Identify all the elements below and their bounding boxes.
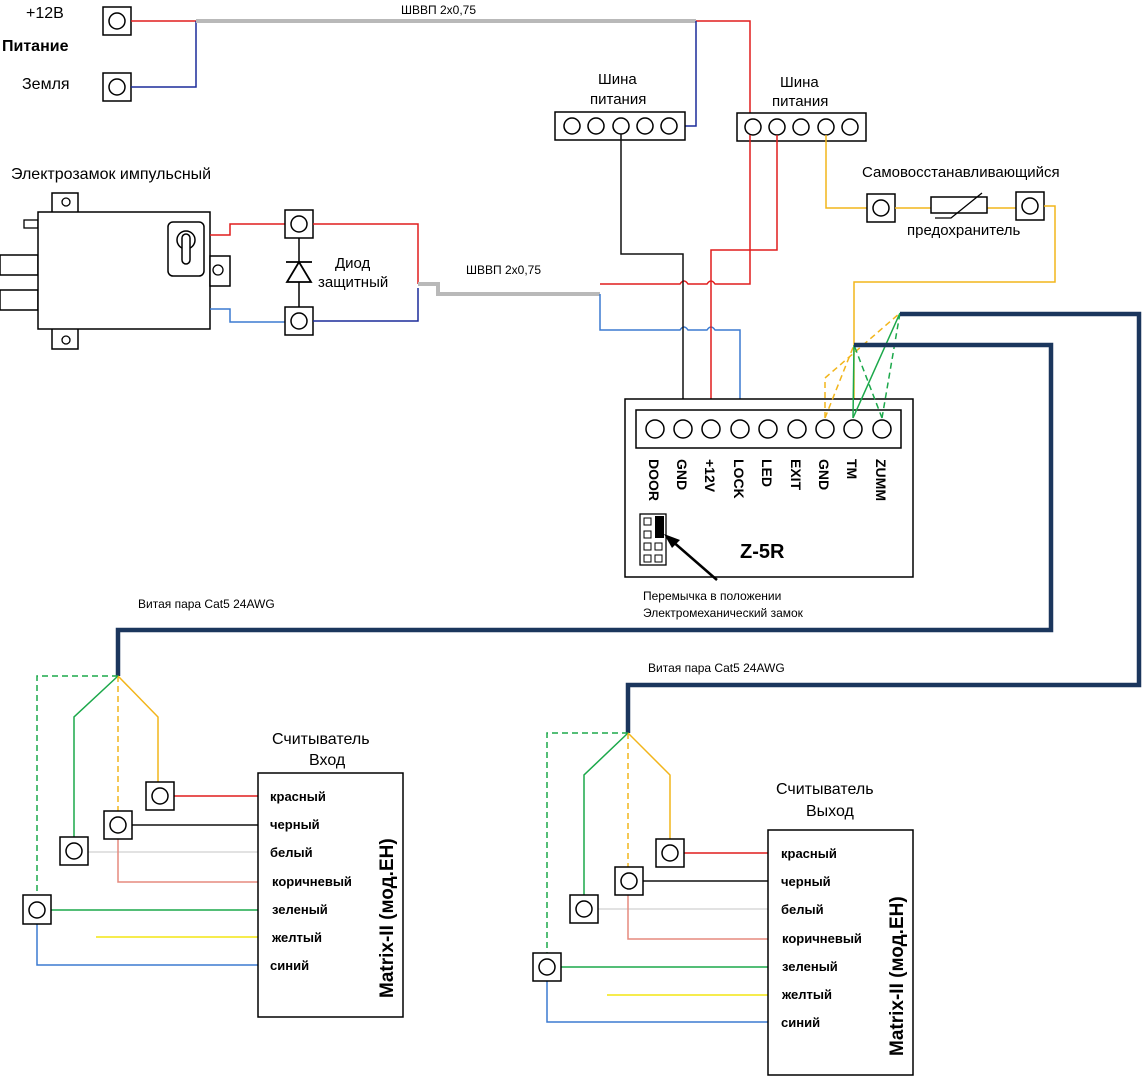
- power-cable-label: ШВВП 2х0,75: [401, 3, 476, 17]
- reader-out-wire-yellow: желтый: [781, 987, 832, 1002]
- reader-out: Считыватель Выход красный черный белый к…: [767, 781, 914, 1076]
- lock-cable: ШВВП 2х0,75: [313, 134, 778, 418]
- protective-diode: Диод защитный: [284, 209, 388, 336]
- terminal-label-door: DOOR: [646, 459, 662, 501]
- fuse-label-top: Самовосстанавливающийся: [862, 164, 1060, 181]
- reader-in-wire-red: красный: [270, 789, 326, 804]
- jumper-block: [639, 513, 667, 566]
- reader-out-wiring: [546, 732, 768, 1023]
- terminal-label-12v: +12V: [702, 459, 718, 493]
- reader-in-wire-brown: коричневый: [272, 874, 352, 889]
- reader-in-title-2: Вход: [309, 752, 346, 769]
- controller-z5r: DOOR GND +12V LOCK LED EXIT GND TM ZUMM …: [624, 398, 914, 581]
- terminal-label-gnd-1: GND: [674, 459, 690, 490]
- terminal-plus12: [102, 6, 132, 36]
- reader-in-terminals: [22, 781, 175, 925]
- controller-name: Z-5R: [740, 541, 785, 563]
- plus12-label: +12В: [26, 5, 64, 22]
- bus-left: Шина питания: [554, 71, 686, 141]
- jumper-note-2: Электромеханический замок: [643, 606, 804, 620]
- reader-out-wire-black: черный: [781, 874, 831, 889]
- bus-right-label-2: питания: [772, 93, 828, 110]
- reader-in-title-1: Считыватель: [272, 731, 370, 748]
- reader-out-title-1: Считыватель: [776, 781, 874, 798]
- fuse: Самовосстанавливающийся предохранитель: [825, 135, 1060, 418]
- bus-left-label-2: питания: [590, 91, 646, 108]
- jumper-note-1: Перемычка в положении: [643, 589, 781, 603]
- reader-in-wire-black: черный: [270, 817, 320, 832]
- reader-in-wiring: [36, 675, 258, 966]
- reader-in-wire-white: белый: [270, 845, 313, 860]
- cat5-label-2: Витая пара Cat5 24AWG: [648, 661, 785, 675]
- reader-out-wire-blue: синий: [781, 1015, 820, 1030]
- lock-cable-label: ШВВП 2х0,75: [466, 263, 541, 277]
- reader-out-terminals: [532, 838, 685, 982]
- bus-left-label-1: Шина: [598, 71, 637, 88]
- electric-lock: Электрозамок импульсный: [0, 166, 231, 350]
- reader-out-wire-green: зеленый: [782, 959, 838, 974]
- bus-right-label-1: Шина: [780, 74, 819, 91]
- diode-label-2: защитный: [318, 274, 388, 291]
- power-supply: +12В Питание Земля: [2, 5, 132, 102]
- reader-out-wire-white: белый: [781, 902, 824, 917]
- power-cable: ШВВП 2х0,75: [131, 3, 751, 127]
- reader-in-wire-yellow: желтый: [271, 930, 322, 945]
- diode-label-1: Диод: [335, 255, 371, 272]
- terminal-ground: [102, 72, 132, 102]
- fuse-body: [930, 196, 988, 214]
- terminal-label-zumm: ZUMM: [873, 459, 889, 501]
- fuse-label-bottom: предохранитель: [907, 222, 1021, 239]
- bus-right: Шина питания: [736, 74, 867, 142]
- reader-out-title-2: Выход: [806, 803, 855, 820]
- terminal-label-led: LED: [759, 459, 775, 487]
- reader-out-wire-brown: коричневый: [782, 931, 862, 946]
- terminal-label-lock: LOCK: [731, 459, 747, 499]
- reader-in-wire-green: зеленый: [272, 902, 328, 917]
- ground-label: Земля: [22, 76, 70, 93]
- lock-title: Электрозамок импульсный: [11, 166, 211, 183]
- terminal-circles: [645, 419, 892, 439]
- terminal-label-tm: TM: [844, 459, 860, 479]
- cat5-cables: [115, 311, 1142, 733]
- terminal-label-exit: EXIT: [788, 459, 804, 491]
- reader-out-wire-red: красный: [781, 846, 837, 861]
- reader-out-model: Matrix-II (мод.EH): [887, 896, 908, 1056]
- reader-in: Считыватель Вход красный черный белый ко…: [257, 731, 404, 1018]
- cat5-label-1: Витая пара Cat5 24AWG: [138, 597, 275, 611]
- power-title: Питание: [2, 38, 69, 55]
- controller-reader-branches: [824, 312, 901, 419]
- terminal-label-gnd-2: GND: [816, 459, 832, 490]
- reader-in-wire-blue: синий: [270, 958, 309, 973]
- reader-in-model: Matrix-II (мод.EH): [377, 838, 398, 998]
